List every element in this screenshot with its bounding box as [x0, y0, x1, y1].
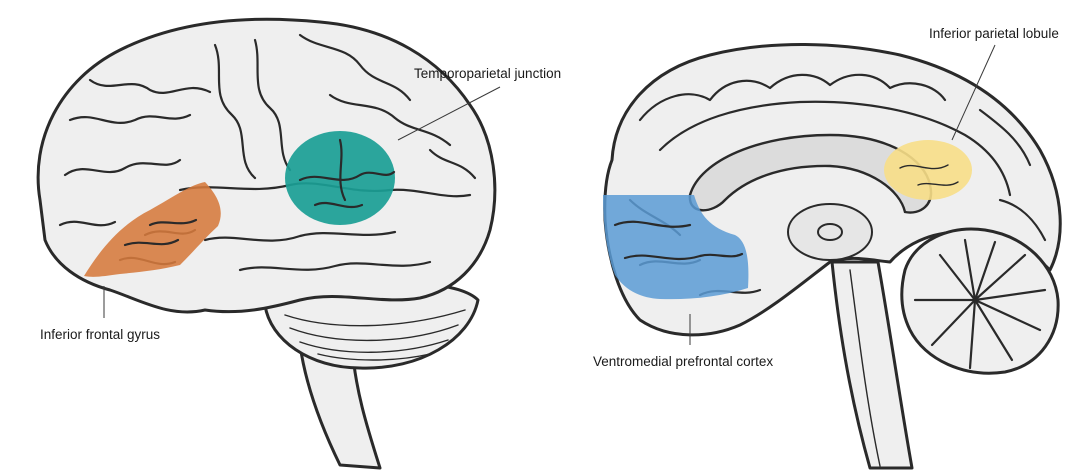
inferior-frontal-gyrus-label: Inferior frontal gyrus [40, 328, 160, 342]
medial-brain-view [603, 44, 1060, 468]
temporoparietal-junction-label: Temporoparietal junction [414, 67, 561, 81]
thalamus [788, 204, 872, 260]
ventromedial-prefrontal-cortex-label: Ventromedial prefrontal cortex [593, 355, 773, 369]
inferior-parietal-lobule-region [884, 140, 972, 200]
medial-brainstem [832, 262, 912, 468]
inferior-parietal-lobule-label: Inferior parietal lobule [929, 27, 1059, 41]
lateral-brain-view [38, 19, 500, 468]
